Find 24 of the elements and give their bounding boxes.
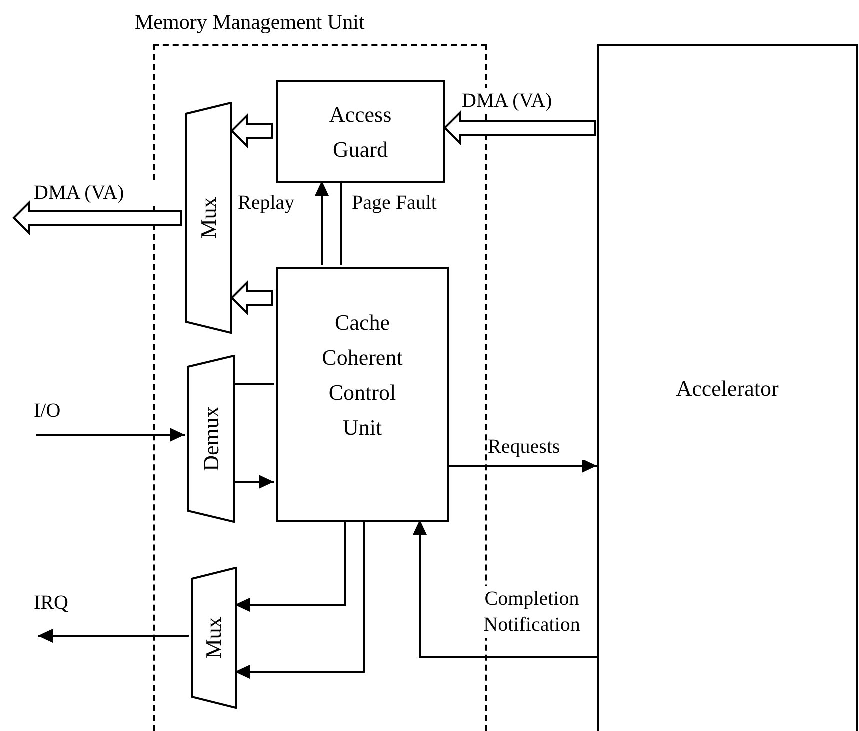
arrow — [447, 459, 597, 473]
arrow — [235, 520, 365, 679]
accelerator-block — [597, 44, 858, 731]
arrow — [38, 629, 189, 643]
mux-label: Mux — [203, 617, 225, 659]
block-label: Accelerator — [676, 374, 779, 402]
box-label: Cache Coherent Control Unit — [321, 308, 404, 442]
arrow — [36, 428, 185, 442]
connector-line — [233, 383, 274, 385]
arrow — [235, 520, 346, 612]
bus-arrow — [230, 280, 273, 316]
arrow — [315, 181, 329, 265]
bus-arrow — [230, 114, 273, 148]
arrow — [233, 475, 274, 489]
process-box — [276, 267, 449, 522]
arrow — [413, 520, 597, 658]
box-label: Access Guard — [328, 100, 393, 164]
mux-label: Mux — [198, 197, 220, 239]
bus-arrow — [12, 200, 182, 236]
process-box — [276, 80, 445, 183]
mux-label: Demux — [200, 406, 222, 472]
bus-arrow — [444, 110, 596, 146]
connector-line — [340, 181, 342, 265]
module-title: Memory Management Unit — [135, 12, 365, 33]
